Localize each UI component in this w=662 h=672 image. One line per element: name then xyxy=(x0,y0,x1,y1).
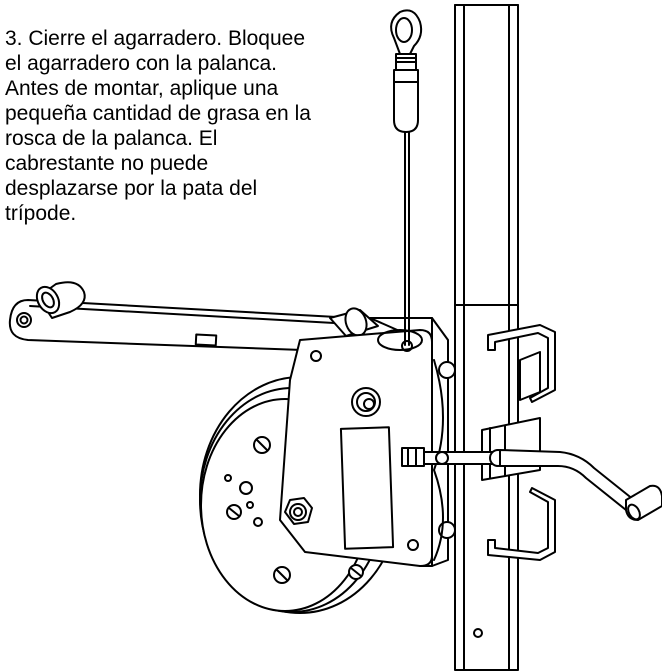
label-plate xyxy=(341,427,393,549)
instruction-text: 3. Cierre el agarradero. Bloquee el agar… xyxy=(5,27,311,225)
snap-hook xyxy=(391,10,421,132)
crank-handle xyxy=(10,282,358,352)
bracket-bolt xyxy=(439,362,455,378)
side-plate xyxy=(280,330,432,566)
handle-slot xyxy=(196,334,216,345)
locking-lever xyxy=(402,448,662,521)
lever-nut xyxy=(402,448,424,466)
leg-hole xyxy=(474,629,482,637)
crank-shaft xyxy=(330,305,378,338)
cable xyxy=(378,130,422,350)
tripod-leg-front xyxy=(455,5,518,305)
